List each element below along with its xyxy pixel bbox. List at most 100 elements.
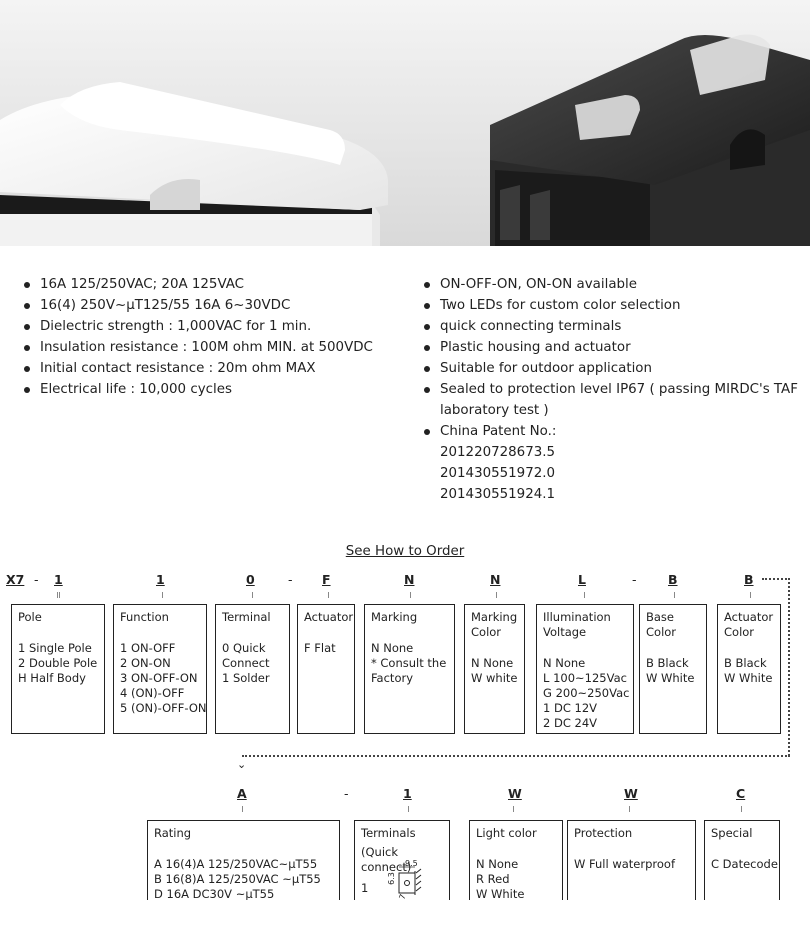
feature-text: Plastic housing and actuator [440,340,631,355]
option-line: * Consult the [371,656,447,670]
bullet-icon [424,324,430,330]
code-connector [629,806,630,812]
feature-continuation: laboratory test ) [440,403,549,418]
feature-item: Suitable for outdoor application [422,358,802,379]
code-connector [584,592,585,598]
order-code: 1 [54,572,63,587]
option-line: Factory [371,671,414,685]
white-switch [0,82,388,246]
code-connector [674,592,675,598]
feature-item: Dielectric strength : 1,000VAC for 1 min… [22,316,373,337]
code-connector [741,806,742,812]
option-line: N None [471,656,514,670]
bullet-icon [24,387,30,393]
code-connector [513,806,514,812]
option-line: C Datecode [711,857,778,871]
option-box-terminals: Terminals(Quick connect)19.56.30.7 [354,820,450,908]
option-title: Protection [574,826,633,840]
order-separator: - [344,786,349,801]
continuation-line [242,755,790,757]
code-connector [242,806,243,812]
feature-item: Insulation resistance : 100M ohm MIN. at… [22,337,373,358]
option-line: Connect [222,656,270,670]
option-line: N None [476,857,519,871]
rocker-switches-illustration [0,0,810,246]
order-code: X7 [6,572,25,587]
feature-text: Electrical life : 10,000 cycles [40,382,232,397]
bullet-icon [24,345,30,351]
arrow-down-icon: ⌄ [237,758,247,771]
option-title: Color [724,625,755,639]
option-line: A 16(4)A 125/250VAC~µT55 [154,857,318,871]
feature-item: Initial contact resistance : 20m ohm MAX [22,358,373,379]
option-title: Function [120,610,169,624]
feature-item: ON-OFF-ON, ON-ON available [422,274,802,295]
option-title: Color [646,625,677,639]
option-line: 3 ON-OFF-ON [120,671,198,685]
order-code: 1 [156,572,165,587]
option-title: Special [711,826,753,840]
option-title: Actuator [724,610,774,624]
code-connector [750,592,751,598]
feature-text: Initial contact resistance : 20m ohm MAX [40,361,316,376]
order-code: B [668,572,678,587]
option-line: B 16(8)A 125/250VAC ~µT55 [154,872,321,886]
feature-item: Sealed to protection level IP67 ( passin… [422,379,802,421]
bullet-icon [424,429,430,435]
feature-continuation: 201430551924.1 [440,487,556,502]
bullet-icon [424,345,430,351]
code-connector [410,592,411,598]
option-line: W White [724,671,773,685]
order-code: N [490,572,501,587]
option-line: F Flat [304,641,336,655]
order-code: B [744,572,754,587]
code-connector [496,592,497,598]
code-connector [59,592,60,598]
option-line: 2 DC 24V [543,716,598,730]
bullet-icon [24,303,30,309]
order-code: 0 [246,572,255,587]
option-box-actuator: Actuator F Flat [297,604,355,734]
code-connector [57,592,58,598]
feature-item: quick connecting terminals [422,316,802,337]
option-line: B Black [724,656,767,670]
bullet-icon [424,303,430,309]
option-line: N None [371,641,414,655]
option-line: 2 Double Pole [18,656,98,670]
continuation-line [788,578,790,756]
option-title: Base [646,610,675,624]
bullet-icon [24,282,30,288]
option-line: 1 DC 12V [543,701,598,715]
option-title: Actuator [304,610,354,624]
option-line: W White [476,887,525,901]
option-title: Illumination [543,610,611,624]
feature-text: ON-OFF-ON, ON-ON available [440,277,637,292]
black-switch [490,34,810,246]
feature-text: 16(4) 250V~µT125/55 16A 6~30VDC [40,298,291,313]
order-code: 1 [403,786,412,801]
option-title: Terminal [222,610,271,624]
code-connector [408,806,409,812]
bullet-icon [424,387,430,393]
order-separator: - [288,572,293,587]
option-title: Terminals [361,826,416,840]
order-code: C [736,786,746,801]
how-to-order-link[interactable]: See How to Order [345,544,465,559]
option-line: R Red [476,872,510,886]
option-line: 1 ON-OFF [120,641,176,655]
dimension-label: 6.3 [386,872,396,885]
feature-continuation: 201220728673.5 [440,445,556,460]
feature-text: Two LEDs for custom color selection [440,298,681,313]
page-bottom-margin [0,900,810,931]
feature-text: Insulation resistance : 100M ohm MIN. at… [40,340,373,355]
option-line: B Black [646,656,689,670]
